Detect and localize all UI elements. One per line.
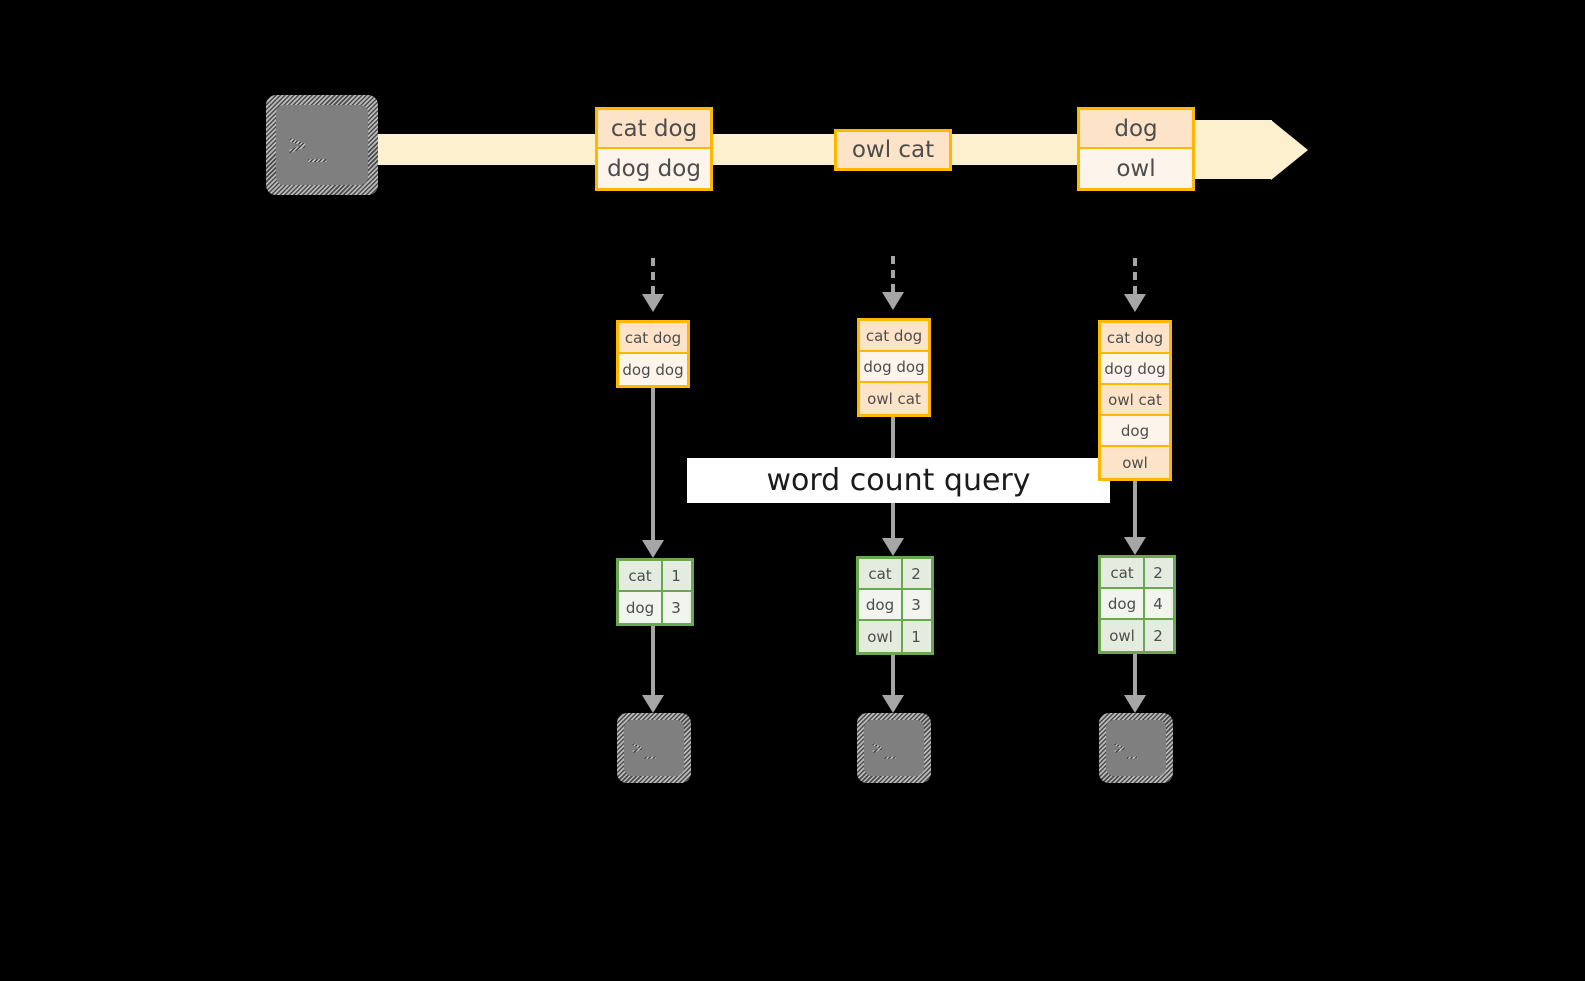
stream-batch-1[interactable]: cat dog dog dog (595, 107, 713, 191)
result-word: cat (859, 559, 903, 588)
table-row: dog 3 (859, 590, 931, 621)
buffer-line: owl (1101, 447, 1169, 478)
stream-event: cat dog (598, 110, 710, 149)
source-terminal[interactable]: >_ (266, 95, 378, 195)
result-count: 4 (1145, 589, 1171, 618)
snapshot-t2-result-table[interactable]: cat 2 dog 3 owl 1 (856, 556, 934, 655)
terminal-screen (624, 720, 684, 776)
result-count: 1 (663, 561, 689, 590)
snapshot-t2-sink-terminal[interactable]: >_ (857, 713, 931, 783)
arrowhead-icon (642, 695, 664, 713)
stream-event: dog (1080, 110, 1192, 149)
query-label: word count query (766, 463, 1031, 498)
arrowhead-icon (882, 695, 904, 713)
buffer-line: cat dog (619, 323, 687, 354)
buffer-line: owl cat (1101, 385, 1169, 416)
table-row: dog 3 (619, 592, 691, 623)
arrowhead-icon (882, 538, 904, 556)
result-count: 3 (903, 590, 929, 619)
buffer-line: dog dog (619, 354, 687, 385)
buffer-line: cat dog (1101, 323, 1169, 354)
snapshot-t1-sink-terminal[interactable]: >_ (617, 713, 691, 783)
result-count: 3 (663, 592, 689, 623)
stream-batch-3[interactable]: dog owl (1077, 107, 1195, 191)
query-label-band: word count query (687, 458, 1110, 503)
result-word: owl (1101, 620, 1145, 651)
arrowhead-icon (1124, 294, 1146, 312)
snapshot-t3-result-table[interactable]: cat 2 dog 4 owl 2 (1098, 555, 1176, 654)
result-word: dog (619, 592, 663, 623)
result-word: cat (1101, 558, 1145, 587)
terminal-screen (1106, 720, 1166, 776)
arrow-down-dashed-icon (651, 258, 655, 294)
snapshot-t1-query-connector (651, 388, 655, 543)
snapshot-t3-buffer[interactable]: cat dog dog dog owl cat dog owl (1098, 320, 1172, 481)
result-word: cat (619, 561, 663, 590)
table-row: owl 1 (859, 621, 931, 652)
stream-event: dog dog (598, 149, 710, 188)
table-row: cat 2 (1101, 558, 1173, 589)
snapshot-t2-sink-connector (891, 655, 895, 698)
result-word: dog (1101, 589, 1145, 618)
result-count: 1 (903, 621, 929, 652)
terminal-screen (276, 105, 368, 185)
arrow-down-dashed-icon (891, 256, 895, 292)
buffer-line: dog dog (860, 352, 928, 383)
arrow-down-dashed-icon (1133, 258, 1137, 294)
snapshot-t1-result-table[interactable]: cat 1 dog 3 (616, 558, 694, 626)
terminal-screen (864, 720, 924, 776)
buffer-line: owl cat (860, 383, 928, 414)
table-row: owl 2 (1101, 620, 1173, 651)
table-row: cat 1 (619, 561, 691, 592)
table-row: dog 4 (1101, 589, 1173, 620)
snapshot-t2-buffer[interactable]: cat dog dog dog owl cat (857, 318, 931, 417)
buffer-line: dog (1101, 416, 1169, 447)
result-count: 2 (903, 559, 929, 588)
result-count: 2 (1145, 620, 1171, 651)
buffer-line: cat dog (860, 321, 928, 352)
snapshot-t3-query-connector (1133, 481, 1137, 541)
arrowhead-icon (1124, 537, 1146, 555)
stream-event: owl (1080, 149, 1192, 188)
stream-batch-2[interactable]: owl cat (834, 129, 952, 171)
arrow-right-icon (1271, 120, 1308, 180)
arrowhead-icon (642, 294, 664, 312)
arrowhead-icon (1124, 695, 1146, 713)
table-row: cat 2 (859, 559, 931, 590)
result-word: owl (859, 621, 903, 652)
arrowhead-icon (642, 540, 664, 558)
stream-arrow-shaft-wide (1190, 120, 1272, 179)
result-count: 2 (1145, 558, 1171, 587)
stream-event: owl cat (837, 132, 949, 168)
result-word: dog (859, 590, 903, 619)
snapshot-t1-buffer[interactable]: cat dog dog dog (616, 320, 690, 388)
snapshot-t3-sink-connector (1133, 654, 1137, 698)
snapshot-t1-sink-connector (651, 626, 655, 698)
buffer-line: dog dog (1101, 354, 1169, 385)
arrowhead-icon (882, 292, 904, 310)
snapshot-t3-sink-terminal[interactable]: >_ (1099, 713, 1173, 783)
